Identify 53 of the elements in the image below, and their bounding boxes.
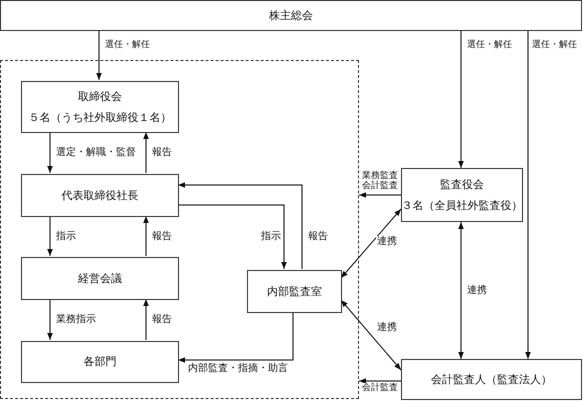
org-box — [21, 341, 179, 383]
arrow — [458, 222, 464, 360]
edge-label: 連携 — [376, 322, 398, 334]
edge-label: 報告 — [151, 231, 173, 242]
box-title: 監査役会 — [440, 178, 484, 191]
arrow — [143, 298, 149, 340]
org-box — [247, 270, 342, 313]
box-title: 各部門 — [84, 355, 116, 369]
arrow — [178, 312, 294, 363]
box-title: 代表取締役社長 — [62, 188, 138, 202]
box-title: 経営会議 — [78, 272, 122, 286]
box-subtitle: ３名（全員社外監査役） — [402, 199, 522, 212]
edge-label: 連携 — [466, 285, 488, 296]
edge-label: 連携 — [376, 236, 398, 248]
arrow — [358, 378, 402, 384]
arrow — [96, 30, 102, 80]
arrow — [178, 182, 302, 270]
arrow — [47, 132, 53, 174]
org-box — [21, 81, 179, 133]
box-title: 会計監査人（監査法人） — [431, 372, 552, 386]
edge-label: 選任・解任 — [104, 40, 151, 50]
arrow — [143, 132, 149, 174]
org-box — [401, 168, 523, 222]
edge-label: 報告 — [151, 147, 173, 158]
box-title: 株主総会 — [269, 8, 313, 22]
org-box — [21, 257, 179, 300]
org-box — [401, 359, 582, 400]
org-box — [0, 0, 582, 31]
box-title: 取締役会 — [78, 90, 122, 103]
edge-label: 内部監査・指摘・助言 — [187, 363, 289, 374]
arrow — [525, 30, 531, 360]
edge-label: 報告 — [307, 231, 329, 242]
org-box — [21, 174, 179, 217]
arrow — [458, 30, 464, 168]
arrow — [178, 204, 287, 270]
box-subtitle: ５名（うち社外取締役１名） — [28, 111, 172, 124]
edge-label: 指示 — [55, 231, 77, 242]
arrow — [340, 300, 402, 370]
edge-label: 選定・解職・監督 — [55, 147, 137, 158]
edge-label: 業務監査会計監査 — [361, 171, 400, 192]
box-title: 内部監査室 — [267, 284, 322, 298]
edge-label: 報告 — [151, 314, 173, 326]
arrow — [143, 216, 149, 256]
arrow — [358, 192, 402, 198]
edge-label: 選任・解任 — [531, 40, 578, 50]
dashed-group-box — [0, 60, 359, 399]
arrow — [47, 216, 53, 256]
edge-label: 会計監査 — [361, 383, 399, 394]
arrow — [47, 298, 53, 340]
arrow — [340, 208, 402, 278]
edge-label: 業務指示 — [55, 314, 97, 326]
edge-label: 指示 — [260, 231, 282, 242]
edge-label: 選任・解任 — [466, 40, 513, 50]
